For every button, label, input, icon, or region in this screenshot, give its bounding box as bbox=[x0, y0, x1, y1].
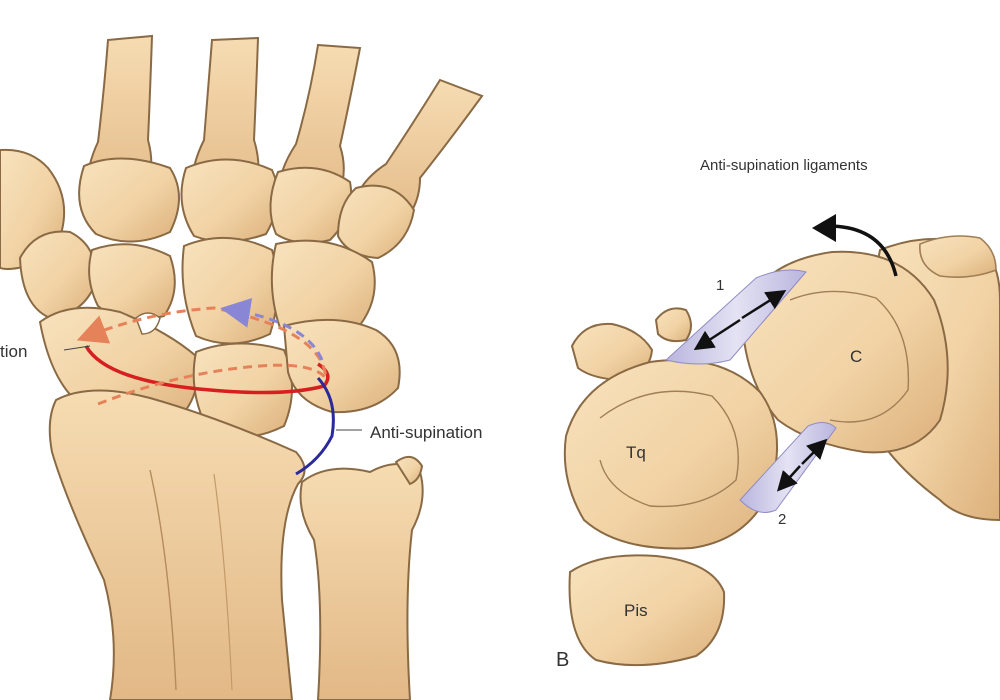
ulna bbox=[299, 463, 424, 700]
ligament-2-label: 2 bbox=[778, 511, 786, 528]
ulnar-styloid bbox=[394, 455, 424, 486]
radius-ridge bbox=[149, 469, 177, 691]
anti-supination-arrow-purple bbox=[220, 298, 324, 361]
rotation-label: tion bbox=[0, 342, 27, 361]
ligament-2-arrow-a bbox=[776, 465, 801, 492]
rotation-arrow-head bbox=[812, 214, 836, 242]
metacarpal-5-base bbox=[336, 184, 416, 260]
panel-b-letter: B bbox=[556, 649, 569, 671]
ligament-1-label: 1 bbox=[716, 277, 724, 294]
triquetrum-label: Tq bbox=[626, 443, 646, 462]
capitate-dorsal bbox=[181, 237, 279, 345]
small-tubercle bbox=[654, 307, 692, 343]
ligament-1-arrow-a bbox=[693, 318, 741, 351]
rotation-arrow-curved bbox=[827, 224, 898, 277]
metacarpal-2-base bbox=[78, 157, 180, 243]
capitate-label: C bbox=[850, 347, 862, 366]
ligament-2-arrow-b bbox=[801, 438, 828, 465]
scaphoid-notch bbox=[135, 312, 161, 335]
capitate-bone bbox=[740, 250, 949, 454]
pisiform-bone bbox=[568, 554, 726, 667]
panel-b-heading: Anti-supination ligaments bbox=[700, 157, 868, 174]
metacarpal-3-base bbox=[180, 158, 279, 243]
lunate bbox=[192, 342, 293, 439]
panel-b-ligaments: Anti-supination ligaments 1 2 C Tq Pis B bbox=[556, 157, 1000, 671]
triquetrum-facet bbox=[599, 390, 739, 508]
capitate-head-contour bbox=[789, 290, 910, 423]
pronation-arc-red bbox=[84, 345, 330, 395]
panel-a-wrist: tion Anti-supination bbox=[0, 34, 484, 700]
trapezium bbox=[18, 230, 98, 320]
anti-supination-label: Anti-supination bbox=[370, 423, 482, 442]
triquetrum-bone bbox=[563, 359, 779, 550]
metacarpal-base-lateral bbox=[919, 235, 997, 278]
rotation-arc-orange-dashed bbox=[76, 306, 328, 406]
radius-ridge-2 bbox=[213, 473, 233, 691]
trapezoid bbox=[88, 243, 176, 321]
rotation-label-leader bbox=[63, 345, 91, 351]
anti-supination-arc-blue bbox=[295, 376, 335, 476]
ligament-1-arrow-b bbox=[741, 289, 787, 320]
trapezoid-lateral bbox=[570, 322, 654, 382]
pisiform-label: Pis bbox=[624, 601, 648, 620]
radius bbox=[48, 389, 306, 700]
metacarpal-4-base bbox=[269, 166, 353, 244]
